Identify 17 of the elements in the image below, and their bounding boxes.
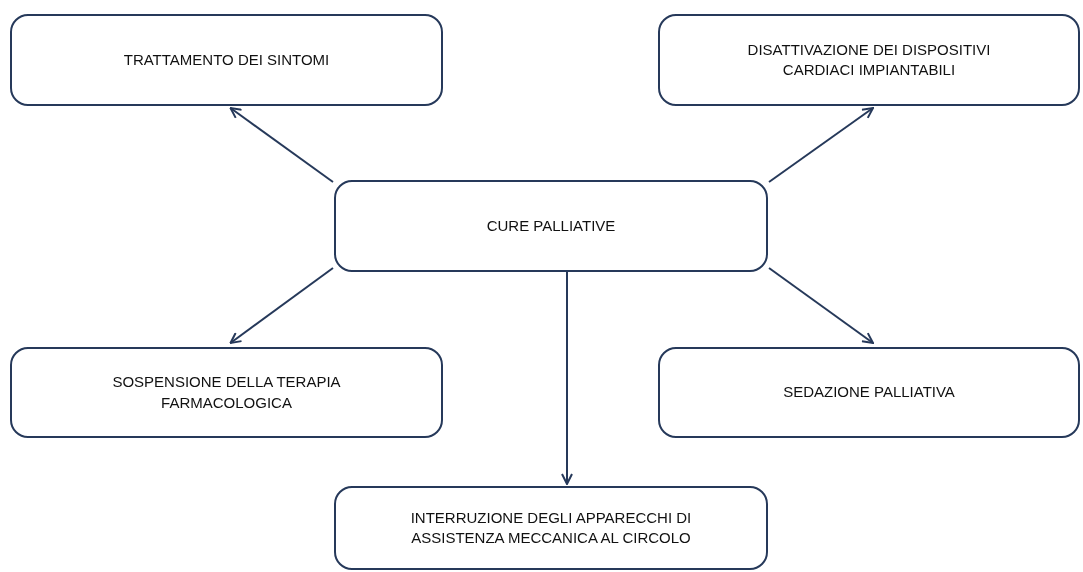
box-label: DISATTIVAZIONE DEI DISPOSITIVI CARDIACI IMPIANTABILI (746, 39, 992, 80)
arrow (768, 267, 874, 344)
arrow (229, 107, 334, 183)
arrow (229, 267, 334, 344)
box-label: SEDAZIONE PALLIATIVA (783, 382, 955, 403)
process-box (334, 486, 768, 570)
arrow (561, 271, 573, 485)
process-box (658, 347, 1080, 438)
process-box (10, 347, 443, 438)
box-label: TRATTAMENTO DEI SINTOMI (123, 49, 330, 70)
process-box (334, 180, 768, 272)
arrow (768, 107, 874, 183)
process-box (658, 14, 1080, 106)
process-box (10, 14, 443, 106)
box-label: SOSPENSIONE DELLA TERAPIA FARMACOLOGICA (111, 372, 342, 413)
box-label: INTERRUZIONE DEGLI APPARECCHI DI ASSISTENZA MECCANICA AL CIRCOLO (409, 507, 693, 548)
box-label: CURE PALLIATIVE (486, 215, 616, 236)
